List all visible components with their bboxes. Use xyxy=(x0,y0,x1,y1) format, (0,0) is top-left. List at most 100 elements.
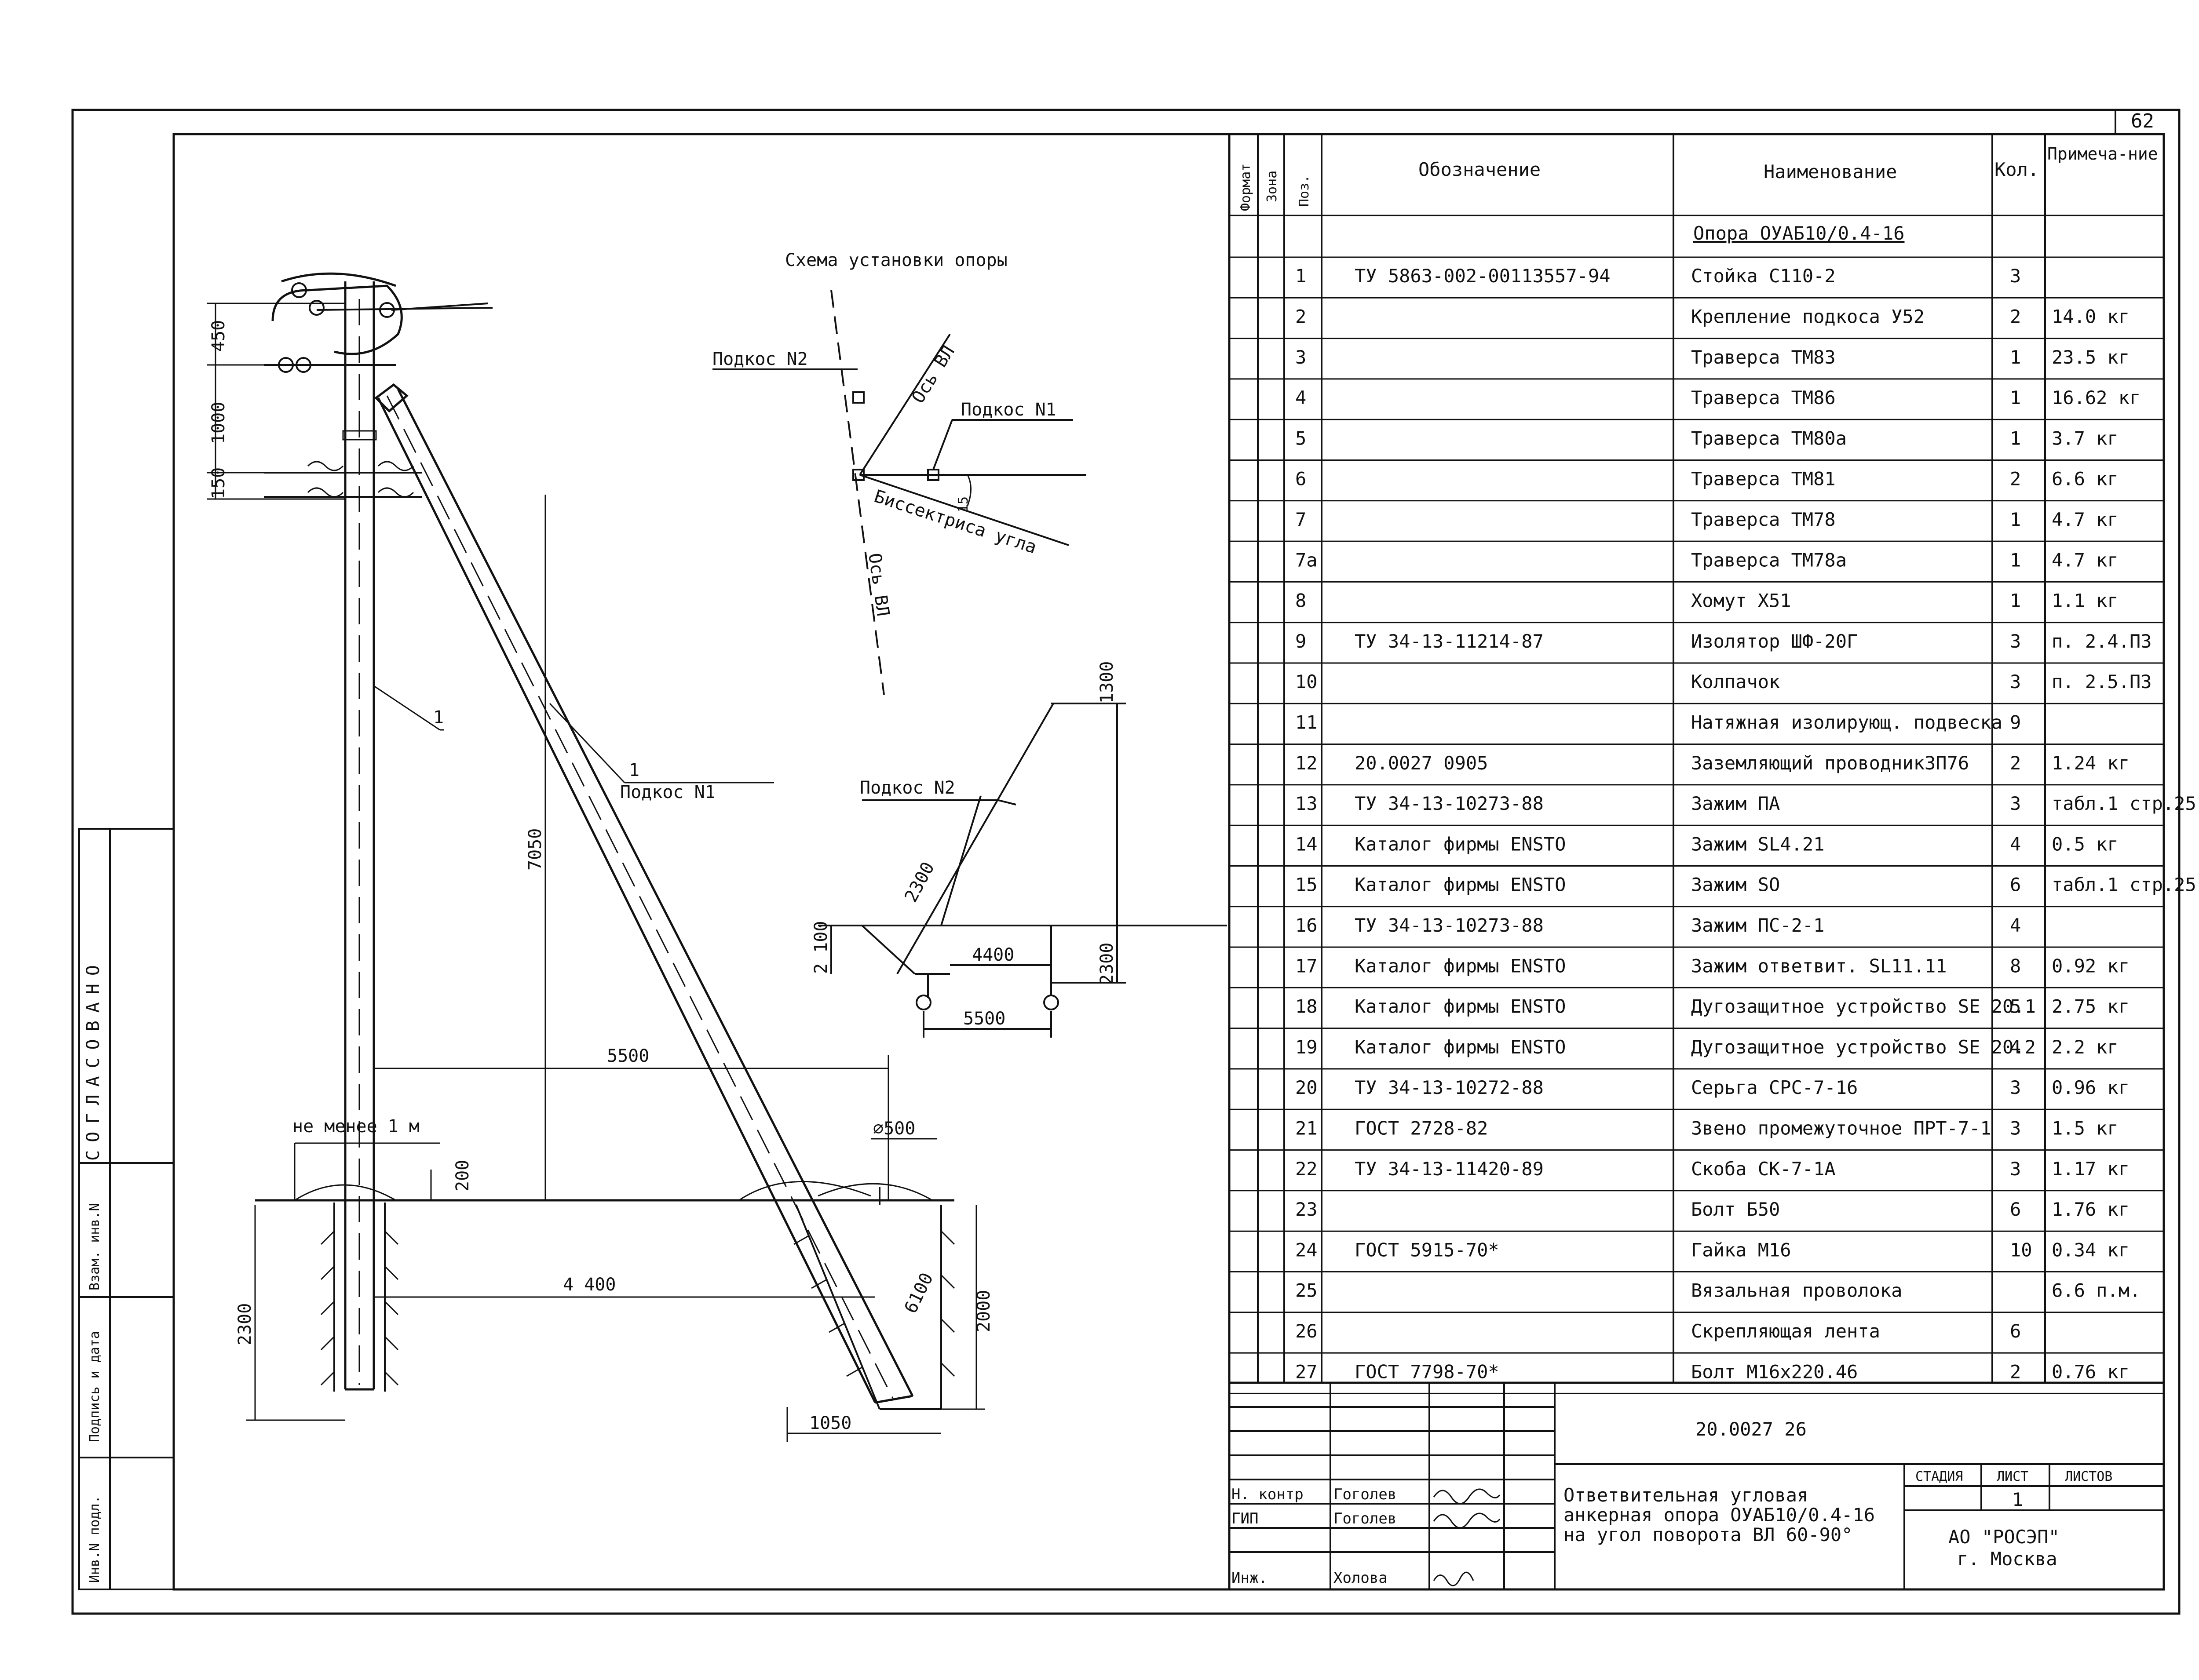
spec-header-note: Примеча-ние xyxy=(2047,144,2158,164)
dim-4400: 4 400 xyxy=(563,1275,616,1295)
spec-header-pos: Поз. xyxy=(1297,175,1312,207)
spec-row-pos: 10 xyxy=(1295,671,1318,692)
spec-row-name: Стойка С110-2 xyxy=(1691,265,1836,287)
scheme-label-axis-vl-bottom: Ось ВЛ xyxy=(864,552,893,617)
spec-row-pos: 2 xyxy=(1295,306,1306,328)
spec-row-pos: 7 xyxy=(1295,509,1306,530)
side-stamp-signature-date: Подпись и дата xyxy=(87,1331,102,1442)
spec-row-qty: 2 xyxy=(2010,306,2021,328)
spec-row-note: табл.1 стр.25 xyxy=(2052,874,2196,896)
spec-row-code: Каталог фирмы ENSTO xyxy=(1355,955,1566,977)
spec-row-qty: 9 xyxy=(2010,712,2021,733)
dim-200: 200 xyxy=(453,1160,473,1192)
spec-row-note: 2.2 кг xyxy=(2052,1036,2119,1058)
spec-row-pos: 22 xyxy=(1295,1158,1318,1180)
spec-row-name: Траверса ТМ86 xyxy=(1691,387,1836,408)
spec-row-note: 1.24 кг xyxy=(2052,752,2130,774)
spec-row-pos: 20 xyxy=(1295,1077,1318,1098)
spec-row-qty: 3 xyxy=(2010,671,2021,692)
spec-row-name: Зажим ПС-2-1 xyxy=(1691,915,1824,936)
spec-row-name: Скрепляющая лента xyxy=(1691,1320,1880,1342)
spec-row-note: 2.75 кг xyxy=(2052,996,2130,1017)
spec-row-qty: 3 xyxy=(2010,1118,2021,1139)
spec-row-name: Траверса ТМ78а xyxy=(1691,549,1847,571)
leader-label-brace: 1 xyxy=(629,760,639,780)
detail-dim-2100: 2 100 xyxy=(811,921,831,974)
spec-row-note: 23.5 кг xyxy=(2052,346,2130,368)
spec-row-note: 14.0 кг xyxy=(2052,306,2130,328)
spec-row-pos: 13 xyxy=(1295,793,1318,814)
role-chief-engineer: ГИП xyxy=(1231,1510,1258,1527)
handwritten-signatures xyxy=(1433,1488,1501,1586)
title-doc-code: 20.0027 26 xyxy=(1695,1418,1807,1440)
spec-row-name: Болт Б50 xyxy=(1691,1199,1780,1220)
spec-row-note: 0.96 кг xyxy=(2052,1077,2130,1098)
spec-row-name: Крепление подкоса У52 xyxy=(1691,306,1925,328)
spec-row-qty: 4 xyxy=(2010,833,2021,855)
scheme-title: Схема установки опоры xyxy=(785,250,1008,270)
spec-header-code: Обозначение xyxy=(1418,159,1541,180)
sheet-frame xyxy=(71,109,2181,1615)
spec-row-qty: 2 xyxy=(2010,468,2021,490)
spec-row-qty: 1 xyxy=(2010,346,2021,368)
spec-row-code: Каталог фирмы ENSTO xyxy=(1355,874,1566,896)
spec-row-name: Натяжная изолирующ. подвеска xyxy=(1691,712,2002,733)
spec-row-note: 4.7 кг xyxy=(2052,549,2119,571)
side-stamp-replace-inv: Взам. инв.N xyxy=(87,1203,102,1290)
spec-row-pos: 18 xyxy=(1295,996,1318,1017)
spec-header-qty: Кол. xyxy=(1994,159,2039,180)
detail-dim-5500: 5500 xyxy=(963,1009,1005,1029)
side-stamp-agreed: СОГЛАСОВАНО xyxy=(83,957,103,1161)
spec-row-name: Звено промежуточное ПРТ-7-1 xyxy=(1691,1118,1991,1139)
detail-dim-1300: 1300 xyxy=(1097,661,1117,703)
spec-row-pos: 15 xyxy=(1295,874,1318,896)
spec-table-row-lines xyxy=(1229,215,2164,1394)
spec-row-qty: 6 xyxy=(2010,874,2021,896)
dim-2300: 2300 xyxy=(235,1303,255,1345)
dim-1000: 1000 xyxy=(208,402,229,444)
scheme-label-angle: 15 xyxy=(956,496,971,512)
spec-row-pos: 25 xyxy=(1295,1280,1318,1301)
spec-row-name: Траверса ТМ81 xyxy=(1691,468,1836,490)
title-line-2: анкерная опора ОУАБ10/0.4-16 xyxy=(1563,1504,1875,1526)
name-chief-engineer: Гоголев xyxy=(1333,1510,1396,1527)
spec-row-pos: 14 xyxy=(1295,833,1318,855)
title-line-3: на угол поворота ВЛ 60-90° xyxy=(1563,1524,1852,1545)
spec-row-pos: 6 xyxy=(1295,468,1306,490)
spec-row-code: Каталог фирмы ENSTO xyxy=(1355,1036,1566,1058)
spec-row-name: Траверса ТМ80а xyxy=(1691,427,1847,449)
spec-row-qty: 6 xyxy=(2010,1320,2021,1342)
leader-label-pole: 1 xyxy=(433,707,444,728)
spec-row-qty: 1 xyxy=(2010,590,2021,612)
spec-row-code: ТУ 34-13-10273-88 xyxy=(1355,915,1544,936)
spec-row-qty: 1 xyxy=(2010,387,2021,408)
spec-row-pos: 3 xyxy=(1295,346,1306,368)
spec-row-note: 0.92 кг xyxy=(2052,955,2130,977)
dim-6100: 6100 xyxy=(901,1270,938,1317)
spec-row-pos: 4 xyxy=(1295,387,1306,408)
spec-row-note: 3.7 кг xyxy=(2052,427,2119,449)
spec-row-note: 1.76 кг xyxy=(2052,1199,2130,1220)
side-stamp xyxy=(78,828,175,1590)
spec-row-note: 16.62 кг xyxy=(2052,387,2141,408)
spec-row-note: 0.5 кг xyxy=(2052,833,2119,855)
spec-row-note: 0.34 кг xyxy=(2052,1239,2130,1261)
scheme-label-brace-n2: Подкос N2 xyxy=(712,349,808,369)
spec-row-qty: 10 xyxy=(2010,1239,2032,1261)
role-norm-control: Н. контр xyxy=(1231,1486,1304,1503)
spec-row-pos: 5 xyxy=(1295,427,1306,449)
dim-1050: 1050 xyxy=(809,1413,851,1433)
dim-min-1m: не менее 1 м xyxy=(292,1116,420,1137)
spec-row-pos: 19 xyxy=(1295,1036,1318,1058)
spec-row-code: Каталог фирмы ENSTO xyxy=(1355,833,1566,855)
spec-row-code: ТУ 34-13-11420-89 xyxy=(1355,1158,1544,1180)
spec-title-row: Опора ОУАБ10/0.4-16 xyxy=(1693,222,1904,244)
spec-row-note: 0.76 кг xyxy=(2052,1361,2130,1382)
spec-row-name: Серьга СРС-7-16 xyxy=(1691,1077,1858,1098)
soil-hatching xyxy=(320,1230,955,1386)
spec-row-qty: 1 xyxy=(2010,549,2021,571)
spec-row-name: Вязальная проволока xyxy=(1691,1280,1902,1301)
spec-row-name: Зажим SO xyxy=(1691,874,1780,896)
spec-row-qty: 4 xyxy=(2010,915,2021,936)
